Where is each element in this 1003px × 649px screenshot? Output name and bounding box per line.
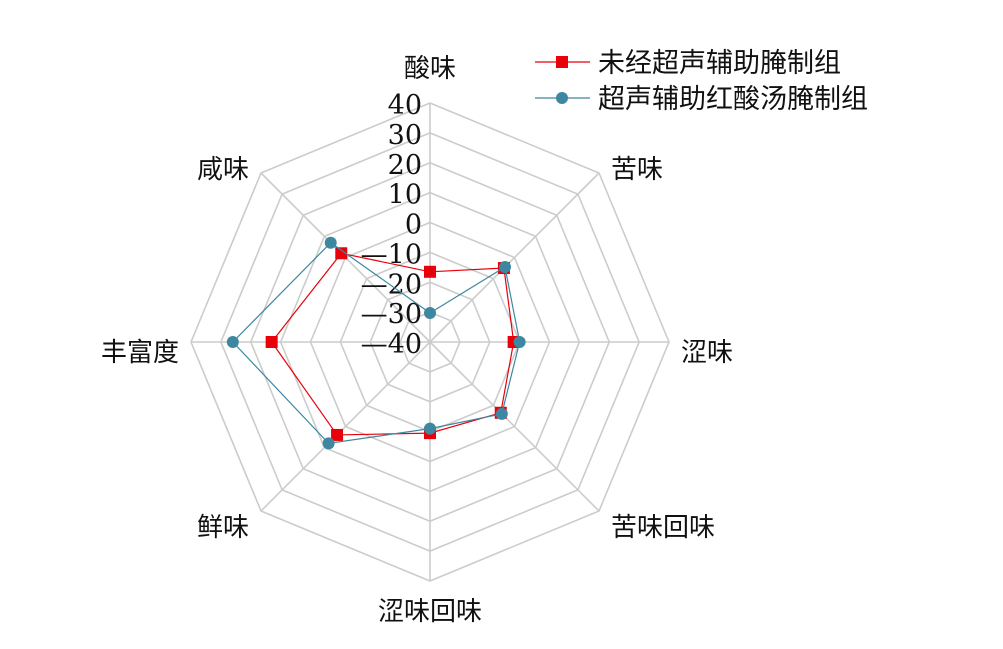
series-1	[226, 236, 526, 450]
axis-label: 丰富度	[101, 338, 179, 368]
axis-label: 咸味	[197, 155, 249, 185]
data-point	[226, 336, 239, 348]
data-point	[424, 307, 436, 320]
data-point	[265, 336, 278, 348]
spoke-line	[429, 341, 600, 512]
axis-label: 苦味	[611, 155, 663, 185]
axis-label: 苦味回味	[611, 513, 715, 543]
tick-label: —30	[361, 299, 422, 330]
axis-label: 鲜味	[197, 513, 249, 543]
tick-label: —10	[361, 239, 422, 270]
spoke-line	[260, 341, 431, 512]
axis-label: 涩味回味	[378, 597, 482, 627]
axis-label: 酸味	[404, 54, 456, 84]
data-point	[498, 261, 511, 274]
grid	[190, 102, 670, 582]
spoke-line	[429, 172, 600, 343]
tick-label: 0	[405, 210, 422, 241]
data-point	[424, 265, 436, 278]
series-layer	[226, 236, 526, 450]
legend-label: 超声辅助红酸汤腌制组	[598, 84, 868, 115]
tick-label: 20	[388, 150, 422, 181]
axis-label: 涩味	[681, 338, 733, 368]
legend-item: 超声辅助红酸汤腌制组	[535, 84, 868, 115]
legend-marker	[556, 56, 568, 68]
data-point	[513, 336, 526, 348]
data-point	[322, 437, 335, 450]
data-point	[495, 407, 508, 420]
tick-label: —20	[361, 269, 422, 300]
tick-label: 40	[388, 90, 422, 121]
tick-label: 10	[388, 180, 422, 211]
legend-marker	[556, 92, 568, 104]
tick-label: —40	[361, 329, 422, 360]
data-point	[424, 422, 436, 435]
legend-label: 未经超声辅助腌制组	[598, 48, 841, 79]
data-point	[324, 236, 337, 249]
legend-item: 未经超声辅助腌制组	[535, 48, 841, 79]
data-point	[335, 247, 348, 260]
data-point	[331, 428, 344, 441]
tick-label: 30	[388, 120, 422, 151]
